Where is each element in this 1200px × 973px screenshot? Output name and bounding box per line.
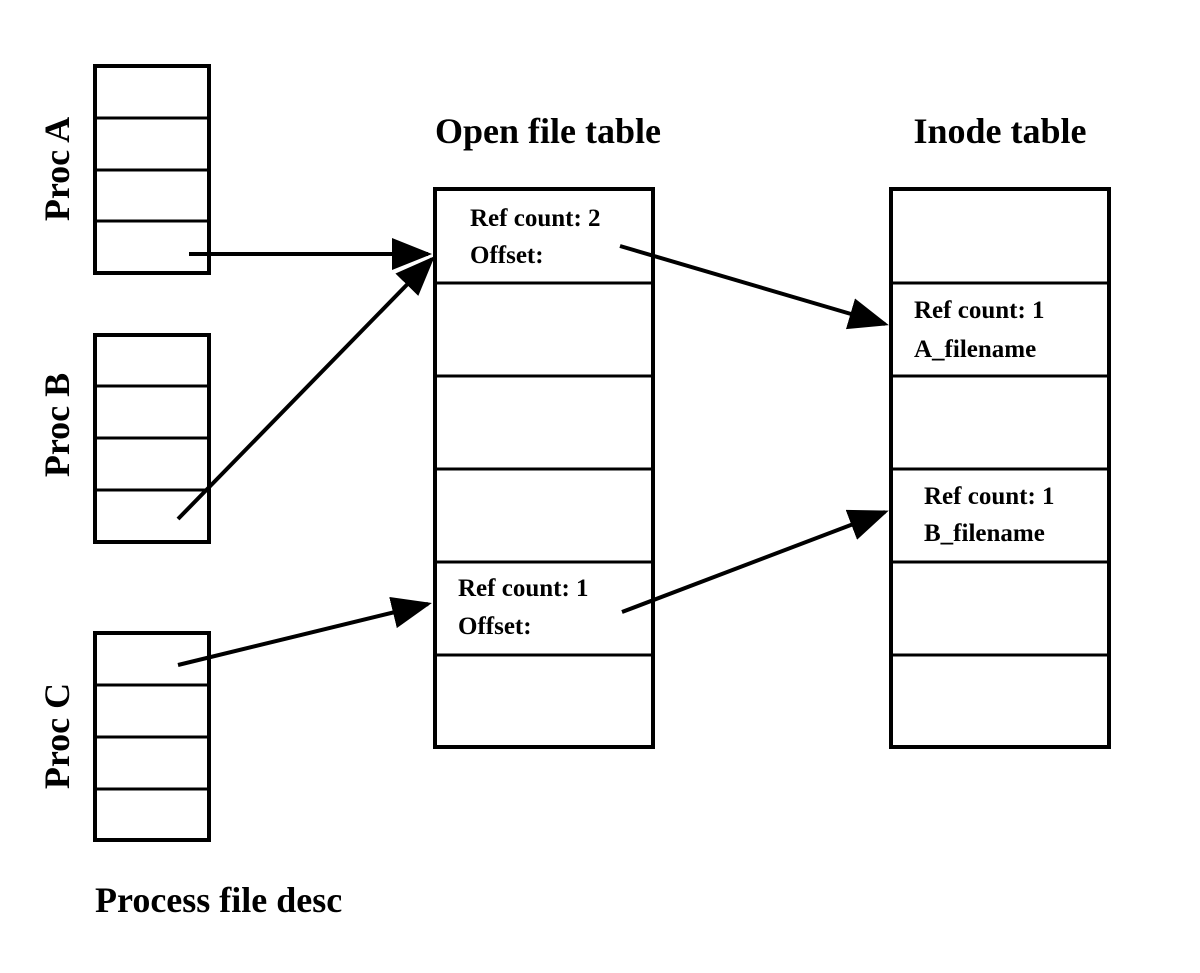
- open-file-table: [433, 187, 655, 749]
- inode-row-4-filename: B_filename: [924, 520, 1045, 547]
- proc-c-descriptor-table: [93, 631, 211, 842]
- process-file-desc-title: Process file desc: [95, 880, 342, 920]
- proc-b-label: Proc B: [37, 373, 77, 477]
- arrow-open-file-to-inode-a: [619, 244, 889, 330]
- proc-a-label: Proc A: [37, 117, 77, 221]
- inode-row-2-ref-count: Ref count: 1: [914, 297, 1045, 324]
- open-file-row-1-offset: Offset:: [470, 242, 544, 269]
- open-file-row-1-ref-count: Ref count: 2: [470, 205, 601, 232]
- proc-a-descriptor-table: [93, 64, 211, 275]
- open-file-table-title: Open file table: [435, 111, 661, 151]
- inode-table-title: Inode table: [913, 111, 1086, 151]
- arrow-proc-b-to-open-file: [176, 256, 435, 521]
- proc-c-label: Proc C: [37, 683, 77, 789]
- inode-table: [889, 187, 1111, 749]
- proc-b-descriptor-table: [93, 333, 211, 544]
- open-file-row-5-offset: Offset:: [458, 613, 532, 640]
- open-file-row-5-ref-count: Ref count: 1: [458, 575, 589, 602]
- arrow-open-file-to-inode-b: [621, 509, 889, 614]
- inode-row-2-filename: A_filename: [914, 336, 1036, 363]
- inode-row-4-ref-count: Ref count: 1: [924, 483, 1055, 510]
- arrow-proc-c-to-open-file: [177, 596, 432, 667]
